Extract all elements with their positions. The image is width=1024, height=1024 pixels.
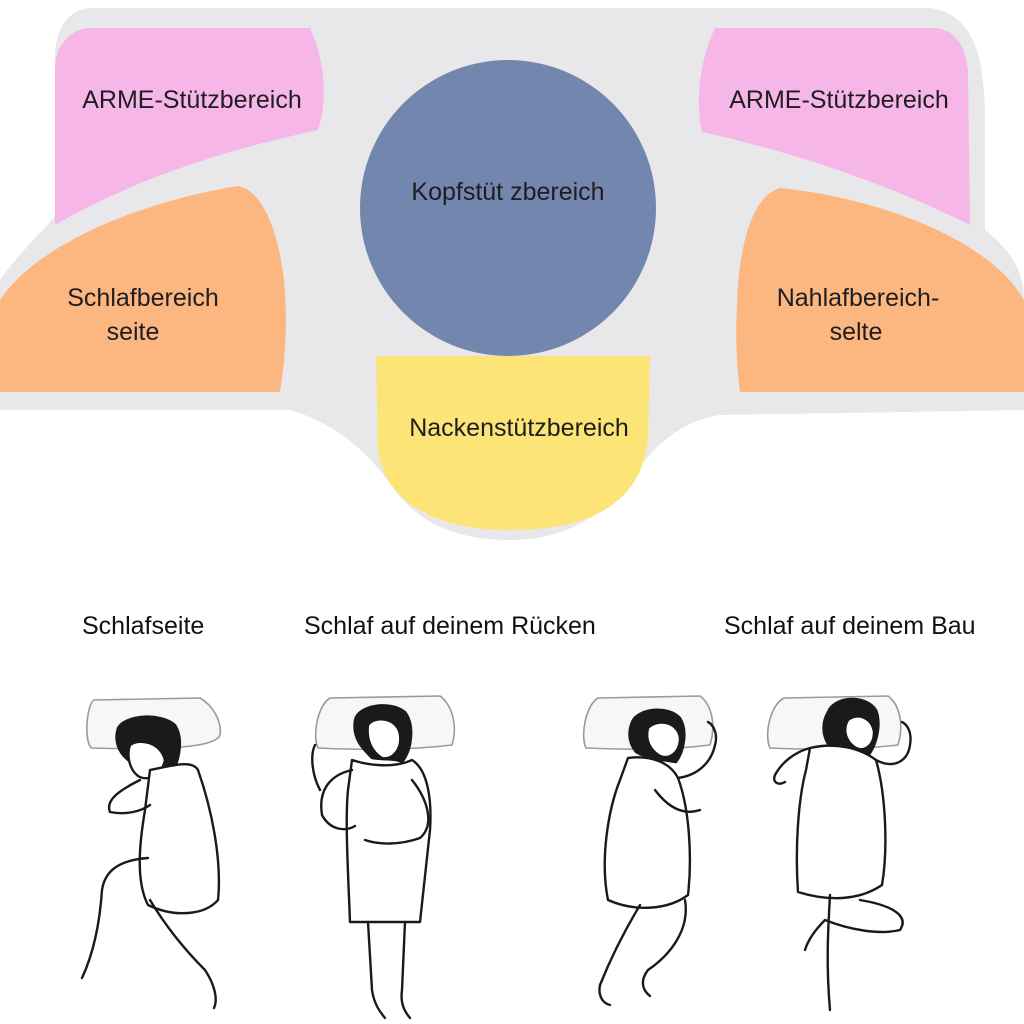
side-zone-label-right-line2: selte [830, 318, 883, 346]
side-sleeper-figure [80, 697, 222, 1010]
caption-belly-sleeper: Schlaf auf deinem Bau [724, 612, 976, 640]
side-sleep-zone-right [736, 188, 1024, 392]
neck-support-label: Nackenstützbereich [409, 414, 629, 442]
side-zone-label-left-line2: seite [107, 318, 160, 346]
head-support-label: Kopfstüt zbereich [411, 178, 604, 206]
caption-back-sleeper: Schlaf auf deinem Rücken [304, 612, 596, 640]
side-zone-label-right-line1: Nahlafbereich- [777, 284, 940, 312]
arm-support-label-left: ARME-Stützbereich [82, 86, 302, 114]
arm-support-zone-right [698, 28, 970, 225]
side-curled-figure [582, 695, 718, 1007]
belly-sleeper-figure [766, 695, 912, 1012]
neck-support-zone [376, 356, 650, 530]
side-sleep-zone-left [0, 186, 286, 392]
back-sleeper-figure [311, 695, 456, 1020]
caption-side-sleeper: Schlafseite [82, 612, 205, 640]
head-support-zone [360, 60, 656, 356]
side-zone-label-left-line1: Schlafbereich [67, 284, 218, 312]
arm-support-zone-left [55, 28, 324, 225]
arm-support-label-right: ARME-Stützbereich [729, 86, 949, 114]
